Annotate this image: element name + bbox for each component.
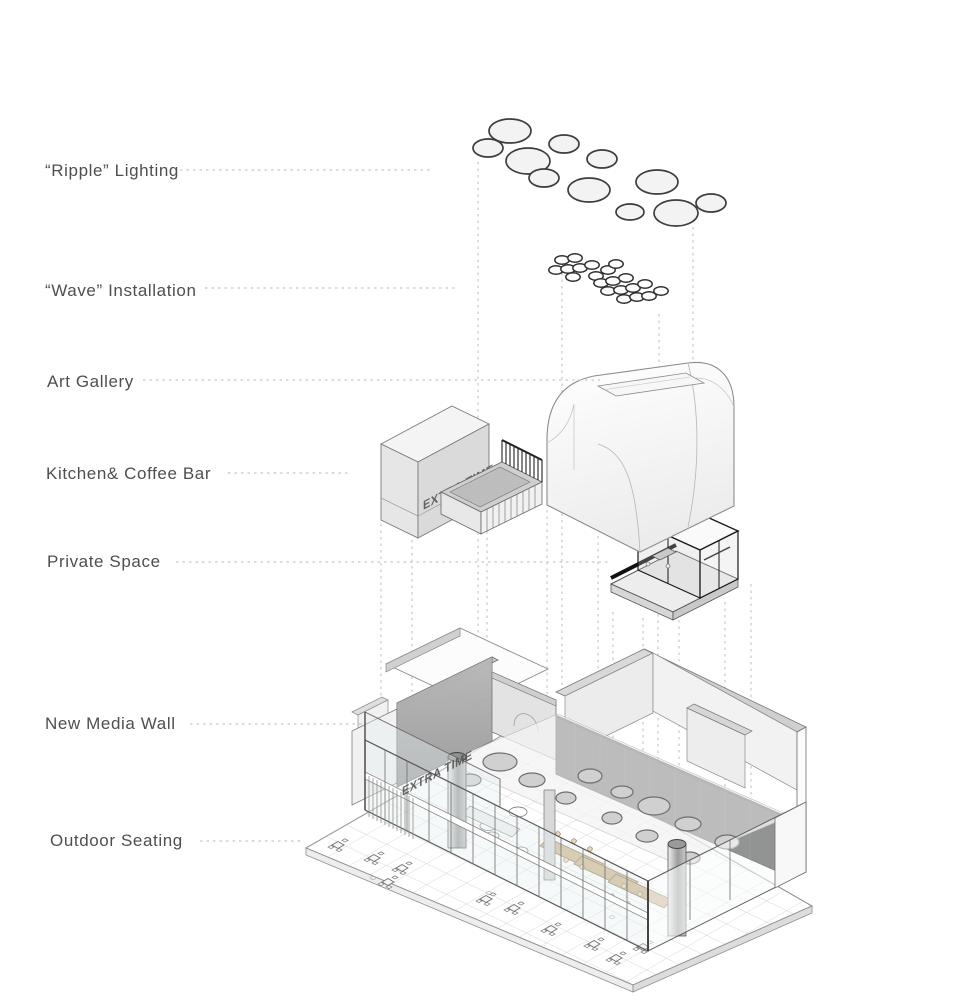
wave-installation-illustration — [548, 252, 669, 305]
bar-railing — [501, 439, 543, 482]
terrace-drains — [370, 876, 615, 919]
right-facade — [647, 801, 807, 952]
private-space-illustration — [609, 502, 740, 621]
louver-screen — [368, 776, 414, 839]
glass-facade: EXTRA TIME — [364, 711, 649, 952]
label-kitchen-coffee-bar: Kitchen& Coffee Bar — [46, 464, 211, 483]
terrace-slab-edge-right — [632, 905, 813, 993]
leader-lines — [143, 169, 608, 842]
label-outdoor-seating: Outdoor Seating — [50, 831, 183, 850]
ripple-lighting-illustration — [472, 118, 727, 227]
label-wave-installation: “Wave” Installation — [45, 281, 197, 300]
main-building-illustration: EXTRA TIME — [351, 627, 807, 952]
kitchen-coffee-bar-illustration: EXTRA TIME — [380, 405, 544, 539]
label-private-space: Private Space — [47, 552, 161, 571]
label-column: “Ripple” Lighting “Wave” Installation Ar… — [45, 161, 211, 850]
label-art-gallery: Art Gallery — [47, 372, 134, 391]
label-ripple-lighting: “Ripple” Lighting — [45, 161, 179, 180]
label-new-media-wall: New Media Wall — [45, 714, 176, 733]
coffee-bar-counter — [439, 439, 544, 535]
art-gallery-illustration — [546, 361, 735, 553]
